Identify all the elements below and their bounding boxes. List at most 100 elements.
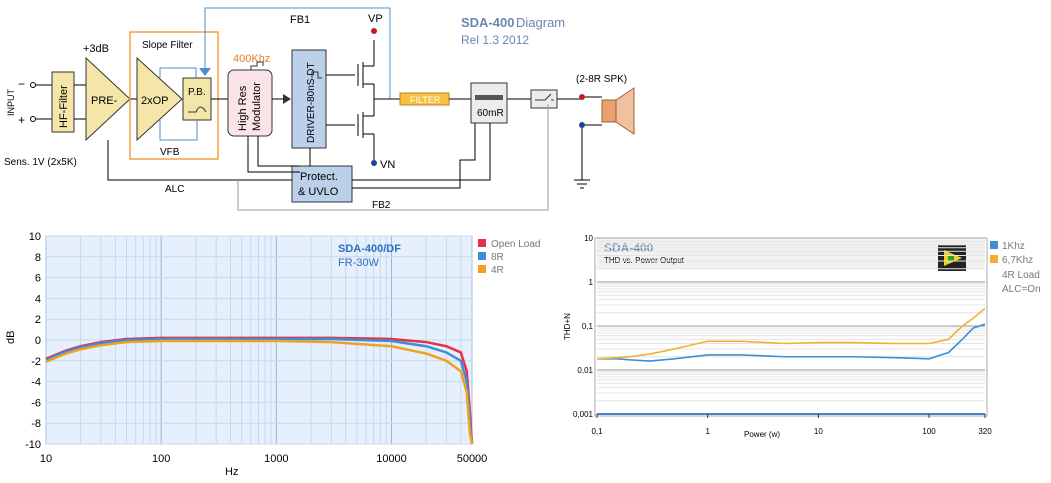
thd-legend-label: 1Khz (1002, 241, 1025, 252)
thd-series-line (596, 307, 986, 360)
hf-filter-block (51, 71, 75, 133)
fr-ytick-label: -8 (31, 418, 41, 430)
thd-ytick-label: 10 (584, 234, 593, 243)
alc-label: ALC (165, 184, 184, 195)
feedback-path (159, 120, 198, 141)
vfb-label: VFB (160, 147, 180, 158)
fr-ytick-label: -4 (31, 377, 41, 389)
fr-ytick-label: 2 (35, 314, 41, 326)
logo-icon (938, 245, 966, 271)
thd-ytick-label: 0,001 (573, 410, 594, 419)
wire (257, 136, 300, 167)
input-terminal-minus (30, 82, 36, 88)
pb-label: P.B. (188, 87, 206, 98)
pre-amp-label: PRE- (91, 95, 118, 107)
pb-response-icon (188, 106, 207, 113)
feedback-path (159, 67, 197, 78)
fr-xtick-label: 50000 (457, 453, 488, 465)
fr-legend-swatch (478, 252, 486, 260)
modulator-line1: High Res (237, 85, 249, 131)
fr-legend-swatch (478, 265, 486, 273)
input-minus: − (18, 77, 25, 91)
modulator-line2: Modulator (251, 82, 263, 131)
fr-ytick-label: 0 (35, 335, 41, 347)
thd-ylabel: THD+N (563, 313, 572, 340)
fb2-label: FB2 (372, 200, 391, 211)
fr-xlabel: Hz (225, 466, 238, 478)
diagram-title-suffix: Diagram (516, 15, 565, 30)
hf-filter-label: HF-Filter (58, 85, 70, 128)
fr-xtick-label: 100 (152, 453, 170, 465)
protect-block (291, 165, 353, 203)
output-filter-label: FILTER (410, 95, 441, 105)
block-diagram: SDA-400 Diagram Rel 1.3 2012 INPUT − + H… (4, 7, 635, 211)
input-terminal-plus (30, 116, 36, 122)
speaker-icon (601, 87, 635, 135)
fr-ytick-label: 6 (35, 273, 41, 285)
fr-ytick-label: 8 (35, 252, 41, 264)
fr-ytick-label: -10 (25, 439, 41, 451)
fr-ytick-label: -6 (31, 397, 41, 409)
thd-legend: 1Khz 6,7Khz (990, 241, 1033, 266)
fb1-label: FB1 (290, 14, 310, 26)
sens-label: Sens. 1V (2x5K) (4, 157, 77, 168)
thd-xtick-label: 10 (814, 427, 823, 436)
ground-icon (574, 179, 590, 189)
fb1-arrow-icon (199, 68, 211, 76)
fr-xtick-label: 10000 (376, 453, 407, 465)
fr-ytick-label: 4 (35, 293, 41, 305)
wire (352, 123, 491, 181)
slope-filter-box (129, 31, 219, 160)
vp-label: VP (368, 13, 383, 25)
protect-line1: Protect. (300, 171, 338, 183)
fr-legend-label: 8R (491, 252, 504, 263)
fr-series-line (45, 339, 474, 445)
pulse-icon (311, 71, 322, 79)
switch-icon (535, 93, 554, 101)
thd-xtick-label: 320 (978, 427, 992, 436)
vn-label: VN (380, 159, 395, 171)
input-label: INPUT (6, 88, 16, 116)
thd-legend-swatch (990, 255, 998, 263)
gain-label: +3dB (83, 43, 109, 55)
fr-xtick-label: 1000 (264, 453, 288, 465)
fb2-wire (237, 104, 549, 211)
output-terminal-minus (579, 122, 585, 128)
shunt-label: 60mR (477, 108, 504, 119)
fr-ylabel: dB (5, 331, 17, 344)
thd-xtick-label: 0,1 (591, 427, 603, 436)
shunt-block (470, 82, 508, 124)
thd-ytick-label: 0,01 (577, 366, 593, 375)
opamp-triangle (136, 56, 183, 142)
thd-legend-label: 6,7Khz (1002, 255, 1033, 266)
input-plus: + (18, 113, 25, 127)
protect-line2: & UVLO (298, 186, 339, 198)
fr-xtick-label: 10 (40, 453, 52, 465)
fr-series-line (45, 337, 474, 445)
output-terminal-plus (579, 94, 585, 100)
thd-xtick-label: 1 (705, 427, 710, 436)
mosfet-high-icon (357, 40, 375, 99)
thd-subtitle: THD vs. Power Output (604, 256, 685, 265)
thd-ytick-label: 1 (589, 278, 594, 287)
driver-label: DRIVER-80nS DT (306, 62, 317, 143)
mosfet-low-icon (357, 99, 375, 160)
thd-legend-note-2: ALC=On (1002, 284, 1041, 295)
slope-filter-label: Slope Filter (142, 40, 193, 51)
diagram-release: Rel 1.3 2012 (461, 33, 529, 47)
thd-series-line (597, 323, 986, 362)
freq-label: 400Khz (233, 53, 270, 65)
thd-xlabel: Power (w) (744, 430, 780, 439)
opamp-label: 2xOP (141, 95, 169, 107)
fr-annotation-line2: FR-30W (338, 257, 380, 269)
thd-legend-swatch (990, 241, 998, 249)
driver-block (291, 49, 327, 149)
alc-wire (107, 140, 292, 181)
fb1-wire (204, 7, 391, 99)
arrow-icon (283, 94, 291, 104)
thd-ytick-label: 0,1 (582, 322, 594, 331)
fr-legend-label: Open Load (491, 239, 541, 250)
